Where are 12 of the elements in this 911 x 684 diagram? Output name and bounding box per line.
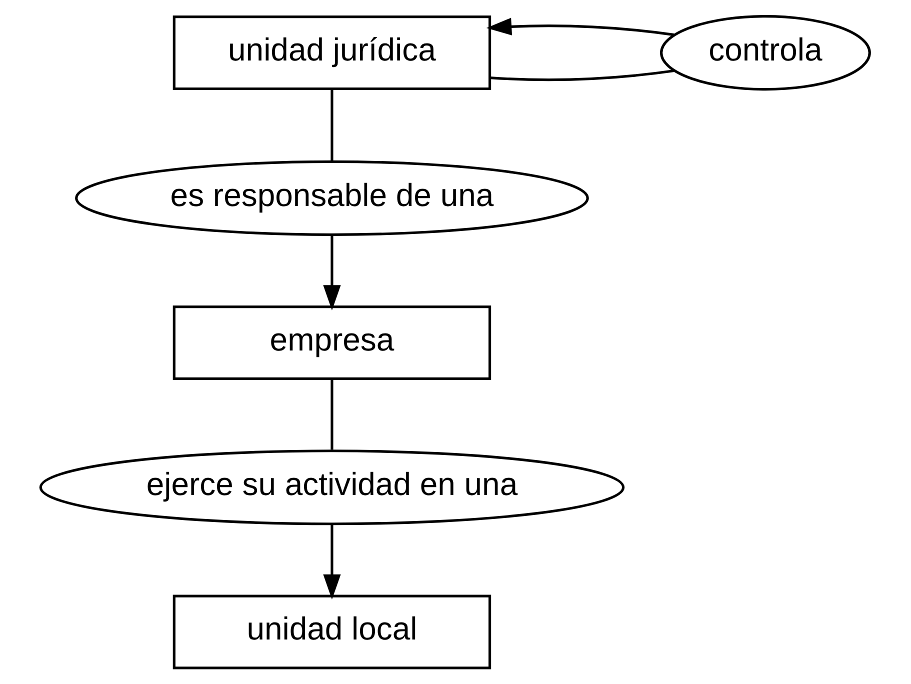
node-ellipse: es responsable de una [75, 160, 589, 236]
connector [330, 89, 334, 162]
node-ellipse: ejerce su actividad en una [39, 450, 625, 526]
arrow [486, 18, 674, 36]
node-box: unidad jurídica [172, 16, 492, 90]
node-box: unidad local [172, 594, 492, 670]
arrow [323, 524, 341, 600]
connector [490, 69, 674, 82]
node-ellipse: controla [660, 15, 871, 91]
arrow [323, 234, 341, 310]
connector [330, 378, 334, 450]
node-box: empresa [172, 306, 492, 380]
